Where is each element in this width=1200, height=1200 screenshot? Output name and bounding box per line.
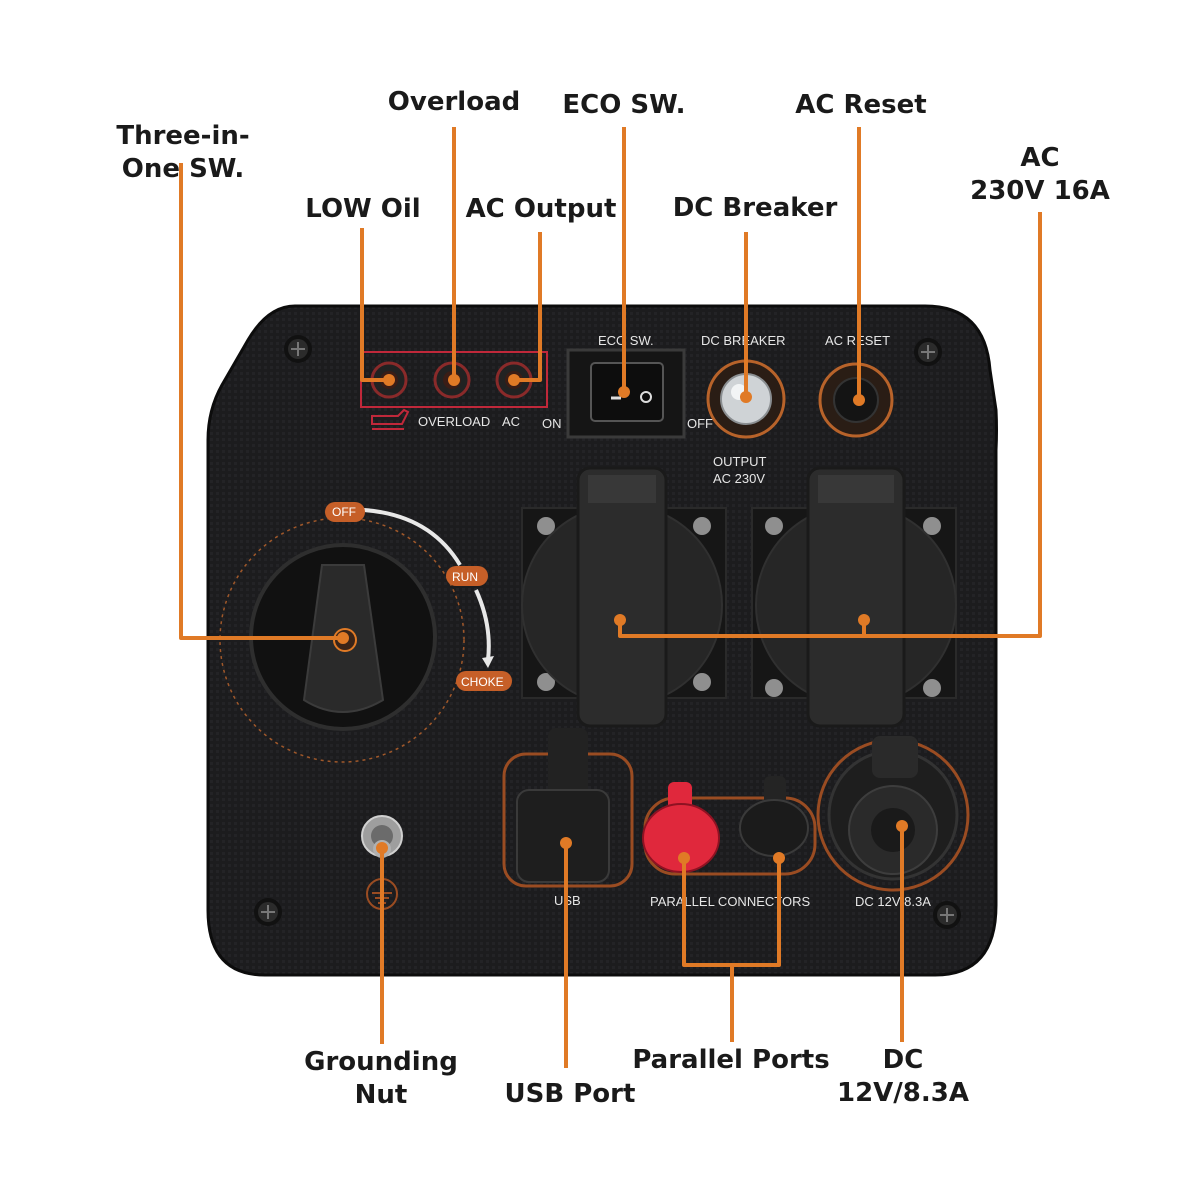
callout-low-oil: LOW Oil <box>305 194 421 224</box>
callout-ac-reset: AC Reset <box>795 90 927 120</box>
eco-on-label: ON <box>542 416 562 431</box>
callout-three-in-one-line2: One SW. <box>121 154 245 184</box>
leader-ac-output <box>514 232 542 382</box>
callout-grounding-nut-line1: Grounding <box>304 1047 458 1077</box>
screw-icon <box>254 898 282 926</box>
oil-can-icon <box>371 408 410 430</box>
ac-panel-label: AC <box>502 414 520 429</box>
callout-dc-breaker: DC Breaker <box>672 193 838 223</box>
screw-icon <box>914 338 942 366</box>
ac-230v-panel-label: AC 230V <box>713 471 765 486</box>
callout-dc-12v: DC 12V/8.3A <box>823 1044 983 1110</box>
dc-12v-socket[interactable] <box>827 736 959 881</box>
knob-choke-label: CHOKE <box>461 675 504 689</box>
callout-ac-output: AC Output <box>465 194 617 224</box>
parallel-connector-black[interactable] <box>739 776 809 857</box>
screw-icon <box>284 335 312 363</box>
ac-socket-left[interactable] <box>521 466 727 728</box>
callout-eco-sw: ECO SW. <box>562 90 686 120</box>
callout-overload: Overload <box>387 87 521 117</box>
callout-usb-port: USB Port <box>504 1079 636 1109</box>
callout-parallel-ports: Parallel Ports <box>632 1045 830 1075</box>
dc-breaker-panel-label: DC BREAKER <box>701 333 786 348</box>
leader-low-oil <box>360 228 389 382</box>
knob-off-label: OFF <box>332 505 356 519</box>
callout-ac-230v-line2: 230V 16A <box>970 176 1110 206</box>
parallel-connector-red[interactable] <box>642 782 720 873</box>
dc-rating-panel-label: DC 12V 8.3A <box>855 894 931 909</box>
ac-socket-right[interactable] <box>751 466 957 728</box>
leader-three-in-one <box>179 163 343 640</box>
screw-icon <box>933 901 961 929</box>
knob-run-label: RUN <box>452 570 478 584</box>
leader-dots <box>337 374 908 864</box>
callout-three-in-one-line1: Three-in- <box>116 121 250 151</box>
callout-dc-12v-line2: 12V/8.3A <box>837 1078 969 1108</box>
eco-off-label: OFF <box>687 416 713 431</box>
callout-dc-12v-line1: DC <box>882 1045 924 1075</box>
callout-ac-230v-line1: AC <box>1020 143 1060 173</box>
leader-lines <box>179 127 1042 1068</box>
usb-port-cover[interactable] <box>516 728 610 883</box>
callout-grounding-nut-line2: Nut <box>354 1080 408 1110</box>
output-panel-label: OUTPUT <box>713 454 767 469</box>
callout-three-in-one: Three-in- One SW. <box>103 120 263 186</box>
callout-ac-230v: AC 230V 16A <box>960 142 1120 208</box>
callout-grounding-nut: Grounding Nut <box>296 1046 466 1112</box>
leader-ac-230v <box>618 212 1042 638</box>
parallel-connectors-panel-label: PARALLEL CONNECTORS <box>650 894 810 909</box>
overload-panel-label: OVERLOAD <box>418 414 490 429</box>
knob-arc-arrow <box>363 508 491 661</box>
